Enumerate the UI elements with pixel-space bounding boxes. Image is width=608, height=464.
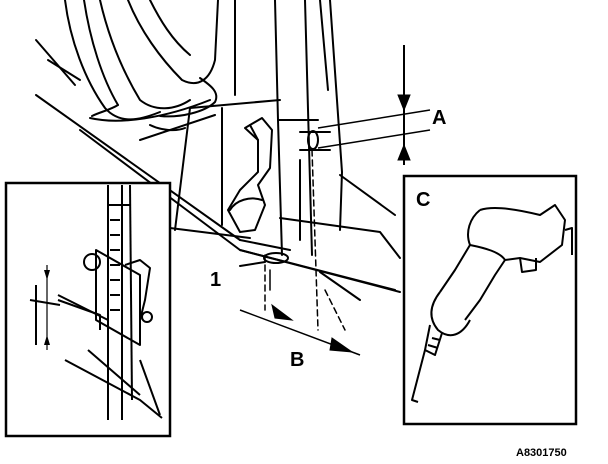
figure-code: A8301750 [516, 447, 567, 459]
wheel [64, 0, 219, 122]
part-1-hole [239, 239, 291, 267]
label-b: B [290, 349, 304, 371]
base-plate [35, 39, 401, 301]
inset-drill [402, 174, 578, 426]
height-gauge-icon [29, 184, 163, 420]
hand-drill-icon [411, 204, 573, 403]
housing [139, 99, 281, 239]
dimension-b [239, 303, 361, 356]
label-c: C [416, 189, 430, 211]
dimension-a [317, 45, 431, 165]
label-part-1: 1 [210, 269, 221, 291]
column [234, 0, 343, 256]
screw-hole [299, 130, 331, 151]
inset-height-gauge [4, 181, 172, 438]
clamp-bracket [227, 117, 273, 233]
reference-lines [264, 149, 346, 331]
inset-dimension-marks [44, 265, 50, 350]
label-a: A [432, 107, 446, 129]
main-assembly [35, 0, 401, 331]
